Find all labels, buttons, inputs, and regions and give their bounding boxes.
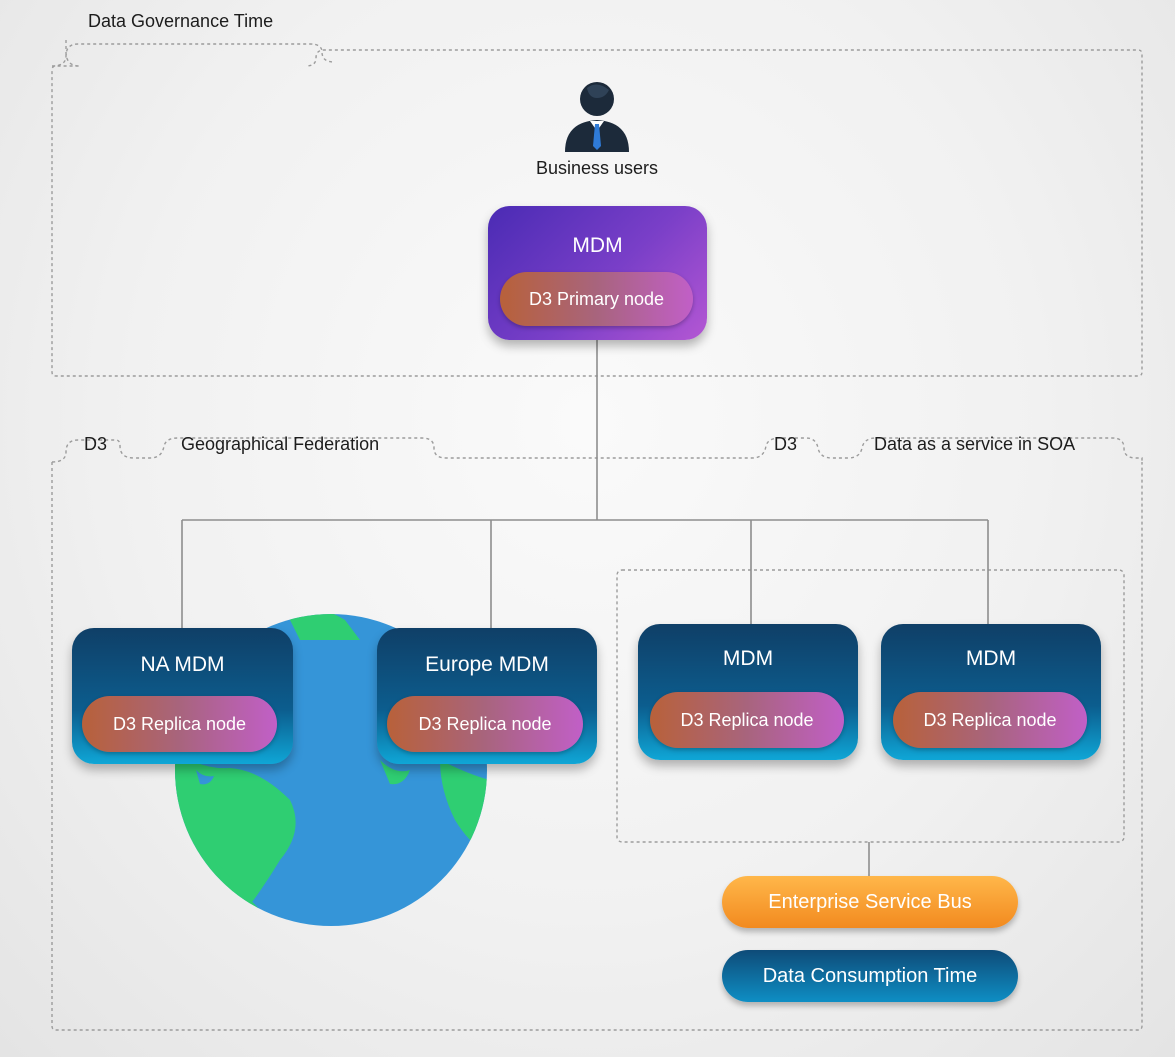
enterprise-service-bus: Enterprise Service Bus [722, 876, 1018, 928]
primary-mdm-card: MDM D3 Primary node [488, 206, 707, 340]
soa-zone-frame [616, 569, 1125, 843]
connector-lines [181, 340, 989, 876]
business-users-label: Business users [535, 158, 659, 178]
federation-tag: D3 [84, 434, 108, 454]
europe-mdm-card: Europe MDM D3 Replica node [377, 628, 597, 764]
soa-mdm-card-1: MDM D3 Replica node [638, 624, 858, 760]
na-mdm-card: NA MDM D3 Replica node [72, 628, 293, 764]
soa-replica-node-pill-1: D3 Replica node [650, 692, 844, 748]
soa-zone-label: Data as a service in SOA [874, 434, 1076, 454]
primary-mdm-title: MDM [572, 234, 623, 257]
na-mdm-title: NA MDM [140, 653, 225, 676]
lower-zone-frame [51, 462, 1143, 1031]
soa-mdm-title-1: MDM [722, 647, 774, 670]
europe-mdm-title: Europe MDM [425, 653, 549, 676]
europe-replica-node-pill: D3 Replica node [387, 696, 583, 752]
soa-mdm-title-2: MDM [965, 647, 1017, 670]
data-consumption-time: Data Consumption Time [722, 950, 1018, 1002]
governance-tab [51, 43, 335, 67]
soa-tag: D3 [774, 434, 798, 454]
na-replica-node-pill: D3 Replica node [82, 696, 277, 752]
soa-mdm-card-2: MDM D3 Replica node [881, 624, 1101, 760]
soa-replica-node-pill-2: D3 Replica node [893, 692, 1087, 748]
federation-tabs [51, 437, 1143, 463]
governance-zone-label: Data Governance Time [88, 11, 274, 31]
federation-zone-label: Geographical Federation [181, 434, 380, 454]
primary-node-pill: D3 Primary node [500, 272, 693, 326]
business-user-icon [565, 82, 629, 152]
